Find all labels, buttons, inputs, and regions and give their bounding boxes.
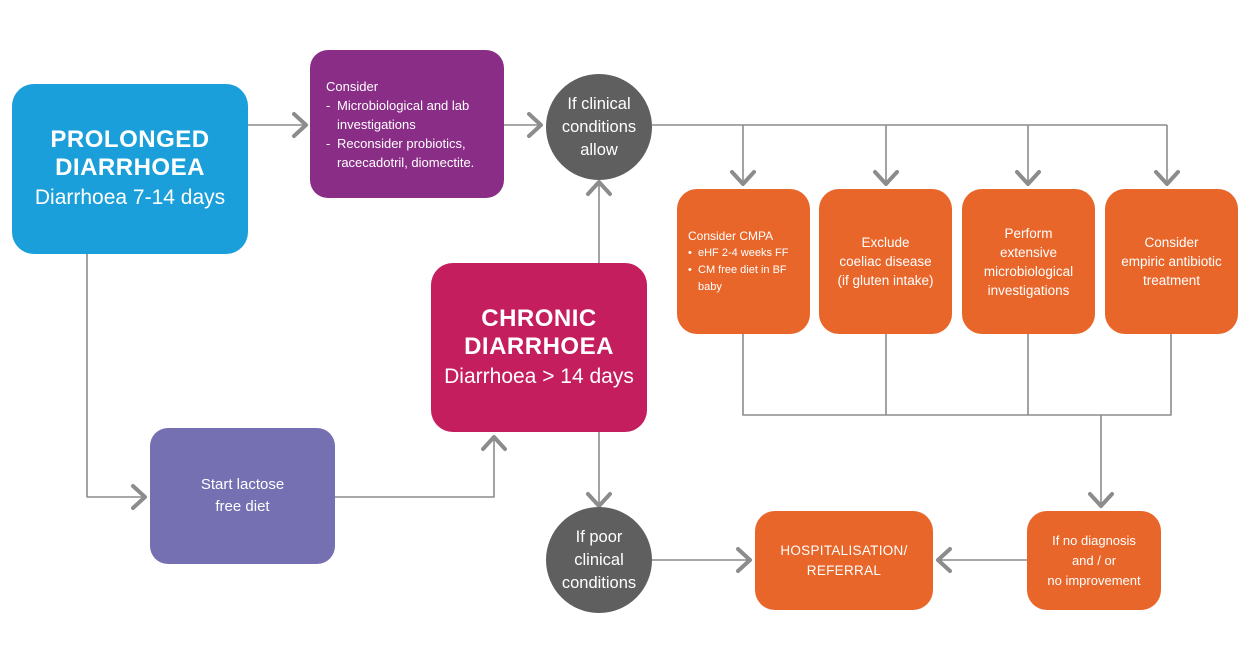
hospitalisation-referral-box: HOSPITALISATION/ REFERRAL — [755, 511, 933, 610]
connector-lactose-to-chronic — [335, 438, 495, 498]
chronic-title-line-2: DIARRHOEA — [464, 332, 614, 360]
arrowhead-to-empiric — [1154, 170, 1180, 186]
nodiag-line: and / or — [1071, 552, 1117, 568]
cmpa-item: • eHF 2-4 weeks FF — [688, 245, 788, 262]
circle-line: allow — [580, 140, 618, 159]
consider-cmpa-box: Consider CMPA • eHF 2-4 weeks FF • CM fr… — [677, 189, 810, 334]
perform-line: extensive — [999, 244, 1058, 260]
exclude-coeliac-box: Exclude coeliac disease (if gluten intak… — [819, 189, 952, 334]
connector-prolonged-to-lactose — [86, 254, 144, 498]
prolonged-title-line-2: DIARRHOEA — [55, 154, 205, 181]
consider-item: - Microbiological and lab investigations — [326, 96, 490, 134]
consider-heading: Consider — [326, 78, 379, 94]
nodiag-line: no improvement — [1047, 572, 1141, 588]
consider-item-text: Reconsider probiotics, racecadotril, dio… — [337, 135, 475, 170]
empiric-line: Consider — [1144, 235, 1199, 250]
circle-line: conditions — [561, 573, 637, 592]
perform-line: Perform — [1004, 225, 1053, 241]
cmpa-item: • CM free diet in BF baby — [688, 262, 800, 296]
nodiag-line: If no diagnosis — [1052, 532, 1136, 548]
connector-tests-merge — [742, 334, 1172, 416]
arrowhead-to-perform — [1015, 170, 1041, 186]
lactose-line-1: Start lactose — [200, 476, 285, 493]
consider-investigations-box: Consider - Microbiological and lab inves… — [310, 50, 504, 198]
circle-line: clinical — [574, 550, 624, 569]
empiric-line: empiric antibiotic — [1121, 254, 1222, 269]
perform-line: investigations — [987, 282, 1070, 298]
bullet-marker: • — [688, 246, 692, 259]
arrowhead-to-lactose — [131, 484, 147, 510]
arrowhead-to-no-diagnosis — [1088, 492, 1114, 508]
arrowhead-to-chronic — [481, 435, 507, 451]
consider-item-text: Microbiological and lab investigations — [337, 97, 470, 132]
lactose-line-2: free diet — [215, 498, 270, 515]
circle-line: conditions — [561, 117, 637, 136]
arrowhead-to-clinical-allow — [527, 112, 543, 138]
dash-marker: - — [326, 135, 331, 151]
perform-investigations-box: Perform extensive microbiological invest… — [962, 189, 1095, 334]
prolonged-title-line-1: PROLONGED — [50, 126, 210, 153]
arrowhead-to-consider — [292, 112, 308, 138]
exclude-line: (if gluten intake) — [837, 273, 934, 288]
chronic-diarrhoea-box: CHRONIC DIARRHOEA Diarrhoea > 14 days — [431, 263, 647, 432]
hosp-line-1: HOSPITALISATION/ — [780, 542, 908, 558]
hosp-line-2: REFERRAL — [806, 562, 882, 578]
arrowhead-to-hospitalisation-right — [936, 547, 952, 573]
prolonged-diarrhoea-box: PROLONGED DIARRHOEA Diarrhoea 7-14 days — [12, 84, 248, 254]
lactose-free-diet-box: Start lactose free diet — [150, 428, 335, 564]
cmpa-heading: Consider CMPA — [688, 228, 774, 243]
consider-item: - Reconsider probiotics, racecadotril, d… — [326, 134, 490, 172]
dash-marker: - — [326, 97, 331, 113]
prolonged-subtitle: Diarrhoea 7-14 days — [34, 186, 226, 209]
chronic-subtitle: Diarrhoea > 14 days — [444, 364, 634, 388]
arrowhead-up-to-clinical-allow — [586, 180, 612, 196]
cmpa-item-text: eHF 2-4 weeks FF — [698, 246, 789, 259]
arrowhead-to-poor-clinical — [586, 492, 612, 508]
empiric-line: treatment — [1142, 273, 1201, 288]
arrowhead-to-hospitalisation-left — [736, 547, 752, 573]
exclude-line: coeliac disease — [839, 254, 932, 269]
circle-line: If poor — [575, 527, 623, 546]
no-diagnosis-box: If no diagnosis and / or no improvement — [1027, 511, 1161, 610]
circle-line: If clinical — [567, 94, 631, 113]
perform-line: microbiological — [983, 263, 1074, 279]
arrowhead-to-exclude — [873, 170, 899, 186]
arrowhead-to-cmpa — [730, 170, 756, 186]
chronic-title-line-1: CHRONIC — [481, 304, 597, 332]
exclude-line: Exclude — [861, 235, 910, 250]
cmpa-item-text: CM free diet in BF baby — [698, 263, 787, 293]
clinical-conditions-allow-circle: If clinical conditions allow — [546, 74, 652, 180]
poor-clinical-conditions-circle: If poor clinical conditions — [546, 507, 652, 613]
bullet-marker: • — [688, 263, 692, 276]
empiric-antibiotic-box: Consider empiric antibiotic treatment — [1105, 189, 1238, 334]
